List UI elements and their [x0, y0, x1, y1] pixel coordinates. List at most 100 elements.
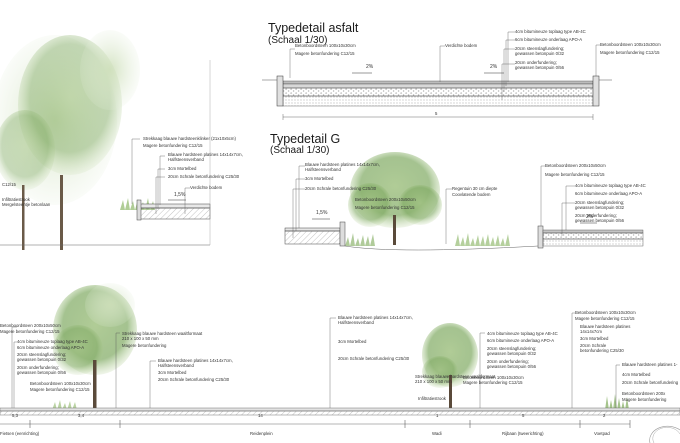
annotation: 20cm Schrale betonfundering C25/30 — [305, 186, 377, 191]
annotation: gewassen betonpuin 0/32 — [575, 205, 624, 210]
annotation: 20cm steenslagfundering; — [515, 46, 565, 51]
annotation: 210 x 100 x 50 mm — [415, 379, 452, 384]
annotation: 4cm bitumineuze toplaag type AB-4C — [575, 183, 646, 188]
annotation: Coovlatende bodem — [452, 192, 491, 197]
annotation: Infiltratiestrook — [418, 396, 446, 401]
dimension-label: 5 — [522, 413, 525, 418]
annotation: 20cm Schrale betonfundering C25/30 — [168, 174, 240, 179]
annotation: C12/15 — [2, 182, 16, 187]
asphalt-layer — [542, 229, 644, 234]
annotation: Magere betonfundering C12/15 — [355, 205, 415, 210]
annotation: Magere betonfundering C12/15 — [545, 172, 605, 177]
annotation: gewassen betonpuin 0/56 — [575, 218, 624, 223]
annotation: gewassen betonpuin 0/56 — [17, 370, 66, 375]
tree-trunk — [93, 360, 97, 410]
asfalt-detail-title: Typedetail asfalt — [268, 21, 359, 35]
slope-label: 2% — [366, 64, 374, 70]
annotation: Blauwe hardsteen platines — [580, 324, 631, 329]
annotation: Magere betonfundering C12/15 — [575, 316, 635, 321]
leader-line — [540, 165, 545, 226]
annotation: 4cm bitumineuze toplaag type AB-4C — [515, 29, 586, 34]
leader-line — [289, 48, 295, 78]
leader-line — [295, 178, 305, 231]
annotation: 3cm Mortelbed — [158, 370, 187, 375]
annotation: Magere betonfundering C12/15 — [30, 387, 90, 392]
annotation: 20cm Schrale betonfundering — [622, 380, 679, 385]
g-detail-scale: (Schaal 1/30) — [270, 145, 330, 156]
annotation: 6cm bitumineuze onderlaag APO-A — [515, 37, 583, 42]
leader-line — [615, 364, 620, 408]
annotation: Blauwe hardsteen platines 14x14x7cm, — [305, 162, 380, 167]
tree-canopy — [0, 110, 55, 190]
leader-line — [565, 185, 575, 230]
annotation: Strekkaag blauwe hardsteenklinker (21x10… — [143, 136, 236, 141]
leader-line — [155, 176, 165, 214]
annotation: Halfsteensverband — [168, 157, 204, 162]
dimension-label: 5,3 — [12, 413, 18, 418]
dimension-label: 5 — [435, 111, 438, 116]
annotation: Strekkaag blauwe hardsteen waaltformaat — [415, 374, 496, 379]
leader-line — [131, 138, 140, 204]
tree-canopy — [80, 30, 140, 110]
pavement-strip — [0, 407, 680, 412]
tree-trunk — [393, 215, 396, 245]
asphalt-layer — [282, 80, 594, 85]
annotation: 20cm onderfundering; — [17, 365, 59, 370]
paving-layer — [284, 227, 341, 232]
leader-line — [561, 202, 575, 236]
sheet-mark — [652, 427, 680, 443]
annotation: 3cm Mortelbed — [580, 336, 609, 341]
curb — [136, 199, 142, 221]
grass — [605, 394, 629, 410]
annotation: gewassen betonpuin 0/56 — [515, 65, 564, 70]
rain-garden-profile — [344, 245, 539, 251]
annotation: 20cm onderfundering; — [515, 60, 557, 65]
annotation: Blauwe hardsteen platines 14x14x7cm, — [338, 315, 413, 320]
leader-line — [298, 165, 305, 228]
annotation: Betonboordsteen 200x — [622, 391, 666, 396]
zone-label: Fietsen (eenrichting) — [0, 431, 40, 436]
annotation: Regentuin 30 cm diepte — [452, 186, 498, 191]
foundation-layer — [139, 207, 211, 220]
leader-line — [184, 187, 190, 214]
annotation: Blauwe hardsteen platines 14x14x7cm, — [168, 152, 243, 157]
g-detail-title: Typedetail G — [270, 132, 341, 146]
leader-line — [503, 48, 515, 92]
annotation: Magere betonfundering C12/15 — [600, 50, 660, 55]
annotation: Blauwe hardsteen platines 14x14x7cm, — [158, 358, 233, 363]
asfalt-detail — [262, 31, 612, 120]
dimension-label: 14 — [258, 413, 263, 418]
annotation: Halfsteensverband — [158, 363, 194, 368]
g-detail — [284, 152, 644, 251]
annotation: Verdichte bodem — [190, 185, 223, 190]
annotation: 6cm bitumineuze onderlaag APO-A — [487, 338, 555, 343]
subbase-layer — [542, 238, 644, 247]
annotation: Magere betonfundering C12/15 — [143, 143, 203, 148]
annotation: Betonboordsteen 100x10x30cm — [463, 375, 524, 380]
annotation: Magere betonfundering C12/15 — [0, 329, 60, 334]
annotation: Betonboordsteen 100x10x30cm — [295, 43, 356, 48]
annotation: Betonboordsteen 200x10x50cm — [355, 197, 416, 202]
leader-line — [479, 332, 485, 408]
leader-line — [507, 31, 515, 82]
annotation: 20cm Schrale betonfundering C25/30 — [338, 356, 410, 361]
asfalt-detail-scale: (Schaal 1/30) — [268, 35, 328, 46]
dimension-label: 1 — [436, 413, 439, 418]
slope-label: 1,5% — [316, 210, 328, 216]
leader-line — [439, 45, 445, 82]
leader-line — [115, 332, 120, 408]
leader-line — [159, 155, 165, 205]
slope-label: 2% — [586, 214, 594, 220]
leader-line — [329, 317, 336, 408]
slope-label: 1,5% — [174, 192, 186, 198]
annotation: 20cm steenslagfundering; — [575, 200, 625, 205]
annotation: Halfsteensverband — [305, 167, 341, 172]
curb — [276, 75, 284, 107]
annotation: 14x14x7cm — [580, 329, 602, 334]
grass — [52, 400, 77, 410]
annotation: 3cm Mortelbed — [305, 176, 334, 181]
annotation: Blauwe hardsteen platines 1- — [622, 362, 678, 367]
zone-label: Voetpad — [594, 431, 610, 436]
